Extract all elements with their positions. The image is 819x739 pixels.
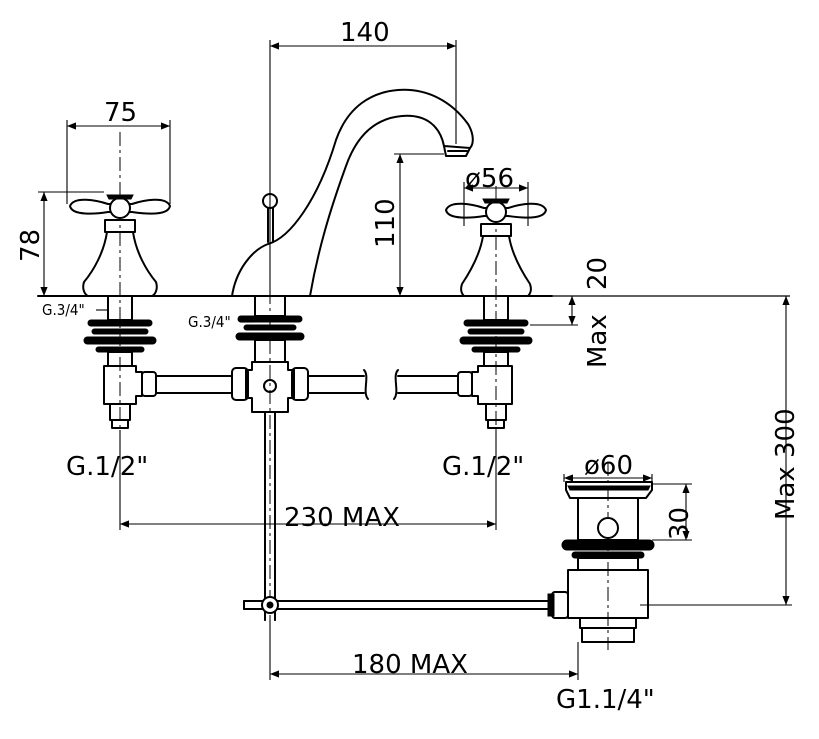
thread-label-center: G.3/4": [188, 313, 231, 331]
dimension-label-30: 30: [665, 507, 695, 540]
dimension-label-max-300: Max 300: [771, 408, 801, 520]
pop-up-rod: [243, 411, 553, 621]
dimension-label-o60: ø60: [584, 451, 633, 481]
dimension-base-diameter: ø56: [463, 164, 529, 226]
dimension-label-230-max: 230 MAX: [284, 503, 400, 533]
dimension-handle-height: 78: [16, 191, 104, 296]
dimension-label-20: 20: [583, 257, 613, 290]
dimension-total-height: Max 300: [640, 296, 801, 606]
dimension-label-75: 75: [104, 98, 137, 128]
left-cross-handle: [69, 132, 171, 430]
dimension-spout-height: 110: [371, 153, 444, 296]
left-valve-underdeck: [83, 295, 157, 429]
dimension-waste-height: 30: [652, 483, 695, 541]
dimension-label-180-max: 180 MAX: [352, 650, 468, 680]
right-cross-handle: [445, 186, 547, 430]
dimension-label-110: 110: [371, 198, 401, 248]
dimension-label-max: Max: [583, 314, 613, 368]
dimension-label-o56: ø56: [465, 164, 514, 194]
right-valve-underdeck: [457, 295, 533, 429]
dimension-waste-diameter: ø60: [563, 451, 653, 482]
pop-up-waste: [547, 462, 655, 650]
dimension-handle-width: 75: [66, 98, 171, 204]
dimension-deck-thickness: 20 Max: [530, 257, 613, 368]
connecting-pipes: [155, 369, 459, 400]
dimension-label-78: 78: [16, 229, 46, 262]
dimension-waste-reach: 180 MAX: [269, 620, 579, 680]
spout-underdeck: [231, 295, 309, 413]
inlet-label-right: G.1/2": [442, 452, 524, 482]
dimension-handle-spacing: 230 MAX: [119, 430, 497, 533]
spout: [231, 88, 474, 620]
dimension-spout-reach: 140: [269, 18, 457, 296]
inlet-label-left: G.1/2": [66, 452, 148, 482]
waste-thread-label: G1.1/4": [556, 685, 655, 715]
thread-label-left: G.3/4": [42, 301, 85, 319]
dimension-label-140: 140: [340, 18, 390, 48]
